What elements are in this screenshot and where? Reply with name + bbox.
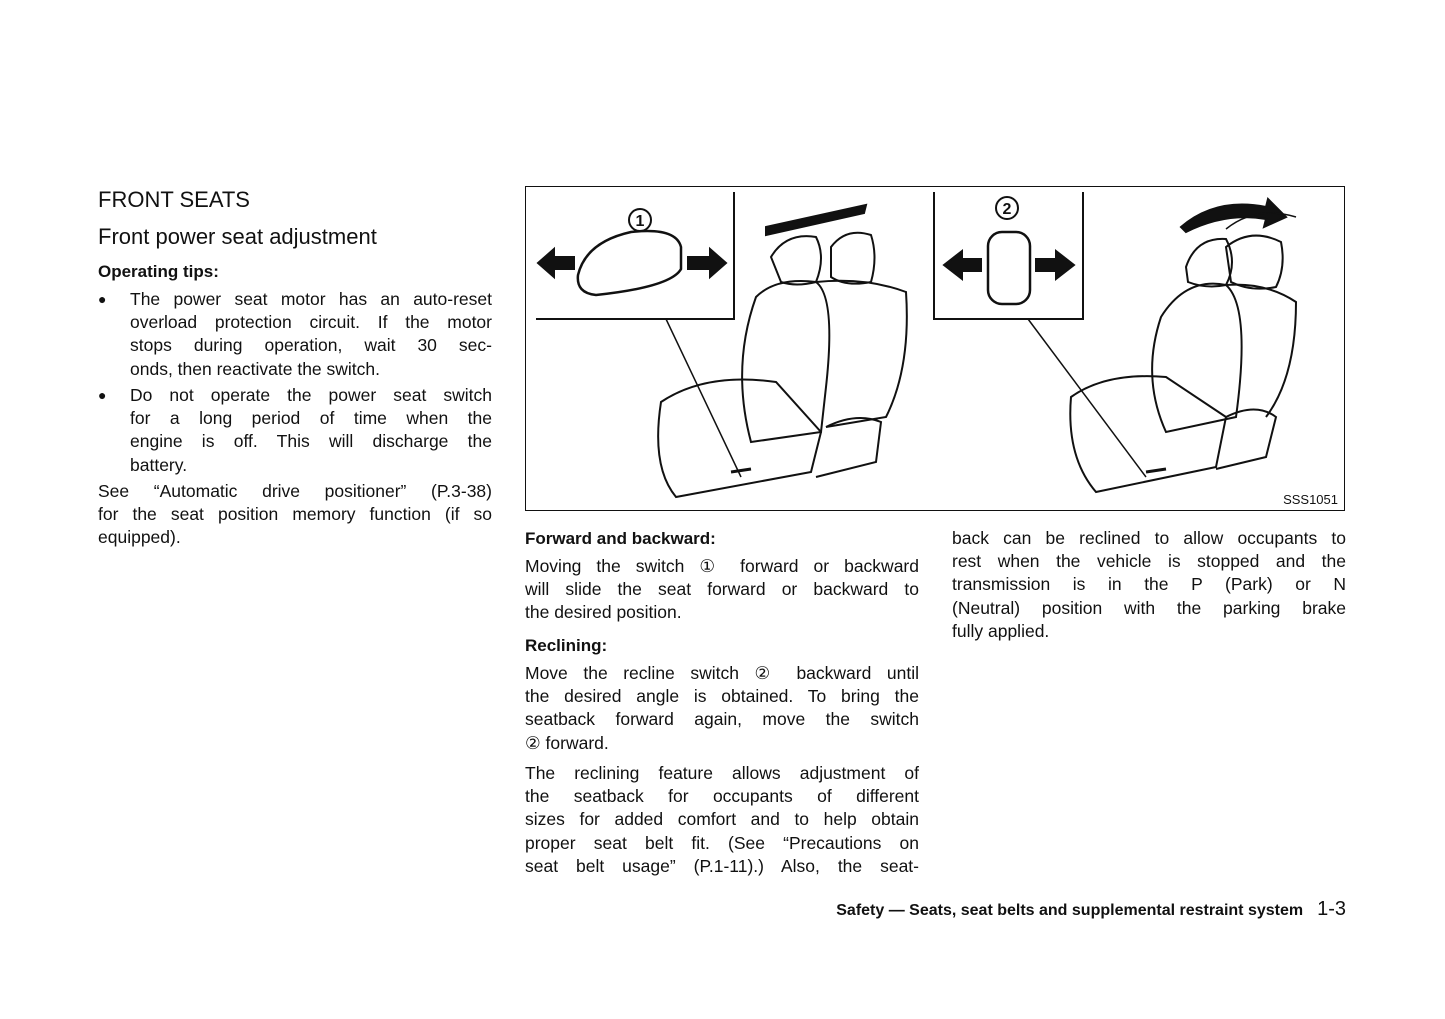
see-note: See “Automatic drive positioner” (P.3-38… [98,480,492,550]
text-line: stops during operation, wait 30 sec- [130,335,492,356]
text-line: (Neutral) position with the parking brak… [952,597,1346,618]
page-number: 1-3 [1317,898,1346,920]
svg-text:1: 1 [636,213,645,230]
text-line: The reclining feature allows adjustment … [525,763,919,783]
text-line: the seatback for occupants of different [525,786,919,807]
reclining-text-1: Move the recline switch ② backward until… [525,662,919,755]
bullet-text: Do not operate the power seat switch for … [130,384,492,477]
text-line: sizes for added comfort and to help obta… [525,809,919,830]
subsection-title: Front power seat adjustment [98,224,377,249]
footer-chapter: Safety — Seats, seat belts and supplemen… [836,902,1304,919]
text-line: back can be reclined to allow occupants … [952,528,1346,548]
text-line: transmission is in the P (Park) or N [952,574,1346,595]
text-line: The power seat motor has an auto-reset [130,289,492,309]
figure-label: SSS1051 [1283,492,1338,507]
text-line: seat belt usage” (P.1-11).) Also, the se… [525,855,919,876]
bullet-icon: ● [98,387,107,403]
text-line: fully applied. [952,620,1050,641]
text-line: onds, then reactivate the switch. [130,358,380,379]
reclining-text-3: back can be reclined to allow occupants … [952,527,1346,643]
text-line: for a long period of time when the [130,408,492,429]
svg-text:2: 2 [1003,201,1012,218]
text-line: seatback forward again, move the switch [525,709,919,730]
forward-backward-text: Moving the switch ① forward or backward w… [525,555,919,625]
bullet-icon: ● [98,291,107,307]
bullet-item: ● The power seat motor has an auto-reset… [98,288,492,381]
section-title: FRONT SEATS [98,187,250,212]
text-line: overload protection circuit. If the moto… [130,312,492,333]
text-line: Do not operate the power seat switch [130,385,492,405]
reclining-heading: Reclining: [525,636,608,655]
text-line: proper seat belt fit. (See “Precautions … [525,832,919,853]
forward-backward-heading: Forward and backward: [525,529,716,548]
text-line: Moving the switch ① forward or backward [525,556,919,576]
text-line: for the seat position memory function (i… [98,504,492,525]
operating-tips-heading: Operating tips: [98,262,219,281]
text-line: Move the recline switch ② backward until [525,663,919,683]
text-line: the desired angle is obtained. To bring … [525,686,919,707]
text-line: equipped). [98,527,181,548]
text-line: the desired position. [525,602,682,623]
seat-adjustment-figure: 1 2 [525,186,1345,511]
text-line: rest when the vehicle is stopped and the [952,551,1346,572]
text-line: engine is off. This will discharge the [130,431,492,452]
bullet-text: The power seat motor has an auto-reset ov… [130,288,492,381]
bullet-item: ● Do not operate the power seat switch fo… [98,384,492,477]
text-line: will slide the seat forward or backward … [525,579,919,600]
text-line: ② forward. [525,732,609,753]
reclining-text-2: The reclining feature allows adjustment … [525,762,919,878]
page-footer: Safety — Seats, seat belts and supplemen… [836,898,1346,921]
text-line: battery. [130,454,188,475]
text-line: See “Automatic drive positioner” (P.3-38… [98,481,492,501]
seat-illustration: 1 2 [536,192,1298,499]
